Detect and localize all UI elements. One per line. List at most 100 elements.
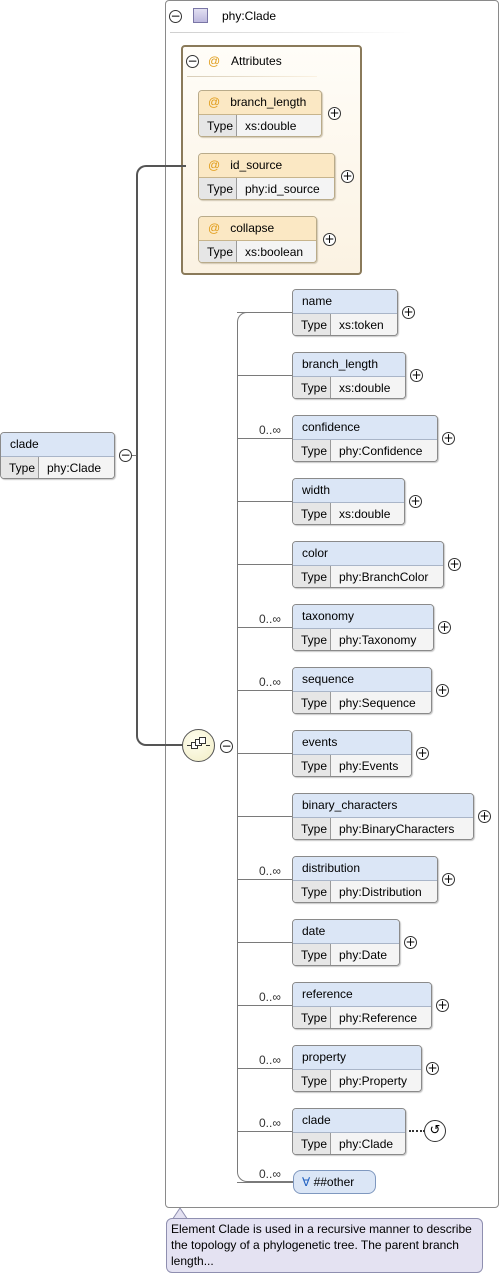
expand-element-button[interactable]: +	[438, 620, 451, 634]
header-separator	[170, 32, 412, 33]
expand-element-button[interactable]: +	[402, 305, 415, 319]
type-value: xs:double	[245, 119, 297, 133]
element-name: events	[302, 735, 338, 749]
expand-element-button[interactable]: +	[478, 809, 491, 823]
branch-line	[237, 1182, 293, 1183]
element-name: binary_characters	[302, 798, 398, 812]
branch-line	[237, 564, 293, 565]
collapse-sequence-toggle[interactable]: −	[220, 739, 233, 753]
type-value: phy:Confidence	[339, 444, 423, 458]
expand-element-button[interactable]: +	[436, 683, 449, 697]
branch-line	[237, 627, 293, 628]
recursion-icon[interactable]: ↺	[424, 1120, 446, 1142]
main-bracket	[136, 165, 186, 746]
element-header: sequence	[293, 668, 431, 692]
type-label: Type	[293, 629, 331, 650]
element-header: branch_length	[293, 353, 405, 377]
expand-element-button[interactable]: +	[416, 746, 429, 760]
type-label: Type	[293, 1007, 331, 1028]
expand-element-button[interactable]: +	[442, 872, 455, 886]
attribute-name: collapse	[230, 221, 275, 235]
type-value: phy:Reference	[339, 1011, 418, 1025]
type-value: phy:Date	[339, 948, 388, 962]
type-value: phy:BranchColor	[339, 570, 429, 584]
expand-element-button[interactable]: +	[426, 1061, 439, 1075]
type-label: Type	[293, 1070, 331, 1091]
expand-element-button[interactable]: +	[442, 431, 455, 445]
cardinality-label: 0..∞	[259, 1116, 281, 1130]
type-label: Type	[293, 944, 331, 965]
expand-attribute-button[interactable]: +	[323, 232, 336, 246]
expand-element-button[interactable]: +	[436, 998, 449, 1012]
expand-attribute-button[interactable]: +	[328, 106, 341, 120]
sequence-compositor-glyph	[187, 737, 211, 753]
element-header: property	[293, 1046, 421, 1070]
element-name: sequence	[302, 672, 355, 686]
collapse-attributes-toggle[interactable]: −	[186, 54, 199, 68]
element-header: name	[293, 290, 397, 314]
cardinality-label: 0..∞	[259, 1167, 281, 1181]
type-value: phy:Taxonomy	[339, 633, 417, 647]
type-label: Type	[293, 566, 331, 587]
type-label: Type	[293, 1133, 331, 1154]
root-connector	[132, 455, 137, 456]
element-name: color	[302, 546, 329, 560]
type-value: phy:Distribution	[339, 885, 422, 899]
element-name: date	[302, 924, 326, 938]
attribute-name: branch_length	[230, 95, 307, 109]
type-label: Type	[293, 818, 331, 839]
any-element[interactable]: ∀ ##other	[293, 1170, 376, 1194]
type-label: Type	[293, 503, 331, 524]
type-value: xs:double	[339, 381, 391, 395]
complex-type-name: phy:Clade	[222, 9, 277, 23]
expand-element-button[interactable]: +	[410, 368, 423, 382]
type-value: phy:Sequence	[339, 696, 416, 710]
element-header: distribution	[293, 857, 437, 881]
element-header: date	[293, 920, 399, 944]
attributes-at-icon: @	[208, 54, 221, 68]
type-value: phy:Events	[339, 759, 399, 773]
collapse-complex-type-toggle[interactable]: −	[169, 9, 182, 23]
collapse-root-toggle[interactable]: −	[119, 448, 132, 462]
expand-element-button[interactable]: +	[404, 935, 417, 949]
element-type-row: Type phy:Property	[293, 1070, 421, 1091]
type-value: xs:token	[339, 318, 384, 332]
element-type-row: Type phy:Reference	[293, 1007, 431, 1028]
type-label: Type	[293, 692, 331, 713]
attribute-icon: @	[208, 158, 221, 172]
element-header: confidence	[293, 416, 437, 440]
type-value: phy:Clade	[47, 461, 102, 475]
branch-line	[237, 1068, 293, 1069]
type-label: Type	[293, 440, 331, 461]
element-type-row: Type phy:Sequence	[293, 692, 431, 713]
elements-bracket	[237, 312, 293, 1182]
expand-attribute-button[interactable]: +	[341, 169, 354, 183]
type-value: phy:Property	[339, 1074, 408, 1088]
expand-element-button[interactable]: +	[409, 494, 422, 508]
element-name: distribution	[302, 861, 361, 875]
cardinality-label: 0..∞	[259, 675, 281, 689]
expand-element-button[interactable]: +	[448, 557, 461, 571]
cardinality-label: 0..∞	[259, 612, 281, 626]
